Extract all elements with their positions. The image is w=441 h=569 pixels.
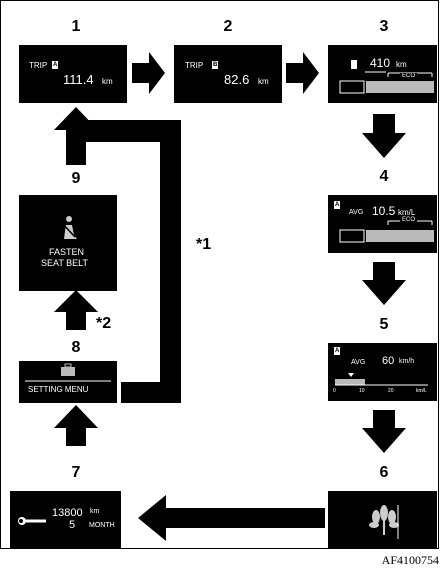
step-number-7: 7 <box>71 464 81 481</box>
note-1: *1 <box>196 236 212 253</box>
step-number-1: 1 <box>71 18 81 35</box>
range-eco-label: ECO <box>400 73 418 79</box>
seat-belt-line2: SEAT BELT <box>41 258 89 268</box>
screen-setting-menu: SETTING MENU <box>19 361 117 403</box>
avg-consumption-unit: km/L <box>398 208 416 217</box>
avg-speed-value: 60 <box>382 355 395 367</box>
avg-consumption-value: 10.5 <box>372 204 396 218</box>
avg-tag-a: A <box>334 201 341 209</box>
trip-b-unit: km <box>258 77 269 86</box>
step-number-4: 4 <box>379 168 389 185</box>
step-number-8: 8 <box>71 339 81 356</box>
toolbox-icon <box>25 363 111 382</box>
arrow-6-to-7 <box>138 495 325 541</box>
arrow-4-to-5 <box>362 262 406 305</box>
scale-tick-unit: km/L <box>416 388 427 394</box>
arrow-5-to-6 <box>362 410 406 453</box>
arrow-2-to-3 <box>286 52 319 94</box>
trip-tag-a: A <box>52 61 59 69</box>
screen-range: 410 km ECO <box>328 45 437 103</box>
avg-tag-a: A <box>334 347 341 355</box>
eco-leaf-icon <box>369 505 399 539</box>
figure-id: AF4100754 <box>381 553 439 567</box>
seat-belt-icon <box>61 216 77 239</box>
speed-marker <box>348 373 354 377</box>
eco-bar-outline <box>339 229 365 243</box>
screen-trip-b: TRIP B 82.6 km <box>174 45 282 103</box>
arrow-8-to-1 <box>54 107 181 403</box>
avg-label: AVG <box>349 209 364 216</box>
screen-eco-leaf <box>328 491 437 549</box>
service-distance-unit: km <box>90 508 100 515</box>
scale-tick-20: 20 <box>388 388 394 394</box>
range-value: 410 <box>370 56 391 70</box>
eco-bar <box>366 230 434 242</box>
step-number-9: 9 <box>71 170 81 187</box>
avg-label: AVG <box>351 359 366 366</box>
trip-tag-b: B <box>212 61 219 69</box>
step-number-6: 6 <box>379 464 389 481</box>
range-unit: km <box>396 60 407 69</box>
scale-tick-10: 10 <box>359 388 365 394</box>
avg-eco-label: ECO <box>400 217 418 223</box>
step-number-2: 2 <box>223 18 233 35</box>
scale-tick-0: 0 <box>333 388 336 394</box>
trip-b-value: 82.6 <box>224 72 250 87</box>
arrow-3-to-4 <box>362 114 406 158</box>
arrow-7-to-8 <box>54 405 98 446</box>
step-number-3: 3 <box>379 18 389 35</box>
seat-belt-line1: FASTEN <box>49 247 85 257</box>
fuel-pump-icon <box>351 60 357 69</box>
speed-bar <box>335 379 365 385</box>
service-months: 5 <box>69 519 76 531</box>
screen-avg-speed: A AVG 60 km/h 0 10 20 km/L <box>328 343 437 401</box>
screen-avg-consumption: A AVG 10.5 km/L ECO <box>328 195 437 253</box>
trip-label: TRIP <box>185 61 204 70</box>
eco-bar-outline <box>339 80 365 94</box>
screen-trip-a: TRIP A 111.4 km <box>19 45 127 103</box>
setting-menu-label: SETTING MENU <box>28 385 89 394</box>
service-distance: 13800 <box>52 507 83 519</box>
arrow-1-to-2 <box>132 52 165 94</box>
diagram-frame <box>0 0 439 549</box>
step-number-5: 5 <box>379 316 389 333</box>
eco-bar <box>366 81 434 93</box>
trip-label: TRIP <box>29 61 48 70</box>
note-2: *2 <box>96 315 112 332</box>
range-graphics <box>339 60 434 94</box>
screen-service: 13800 km 5 MONTH <box>10 491 121 549</box>
avg-speed-unit: km/h <box>399 358 415 365</box>
wrench-icon <box>18 517 46 525</box>
service-months-unit: MONTH <box>89 522 115 529</box>
trip-a-value: 111.4 <box>63 72 94 87</box>
screen-seat-belt: FASTEN SEAT BELT <box>19 195 117 291</box>
trip-a-unit: km <box>102 77 113 86</box>
arrow-8-to-9 <box>54 290 98 330</box>
